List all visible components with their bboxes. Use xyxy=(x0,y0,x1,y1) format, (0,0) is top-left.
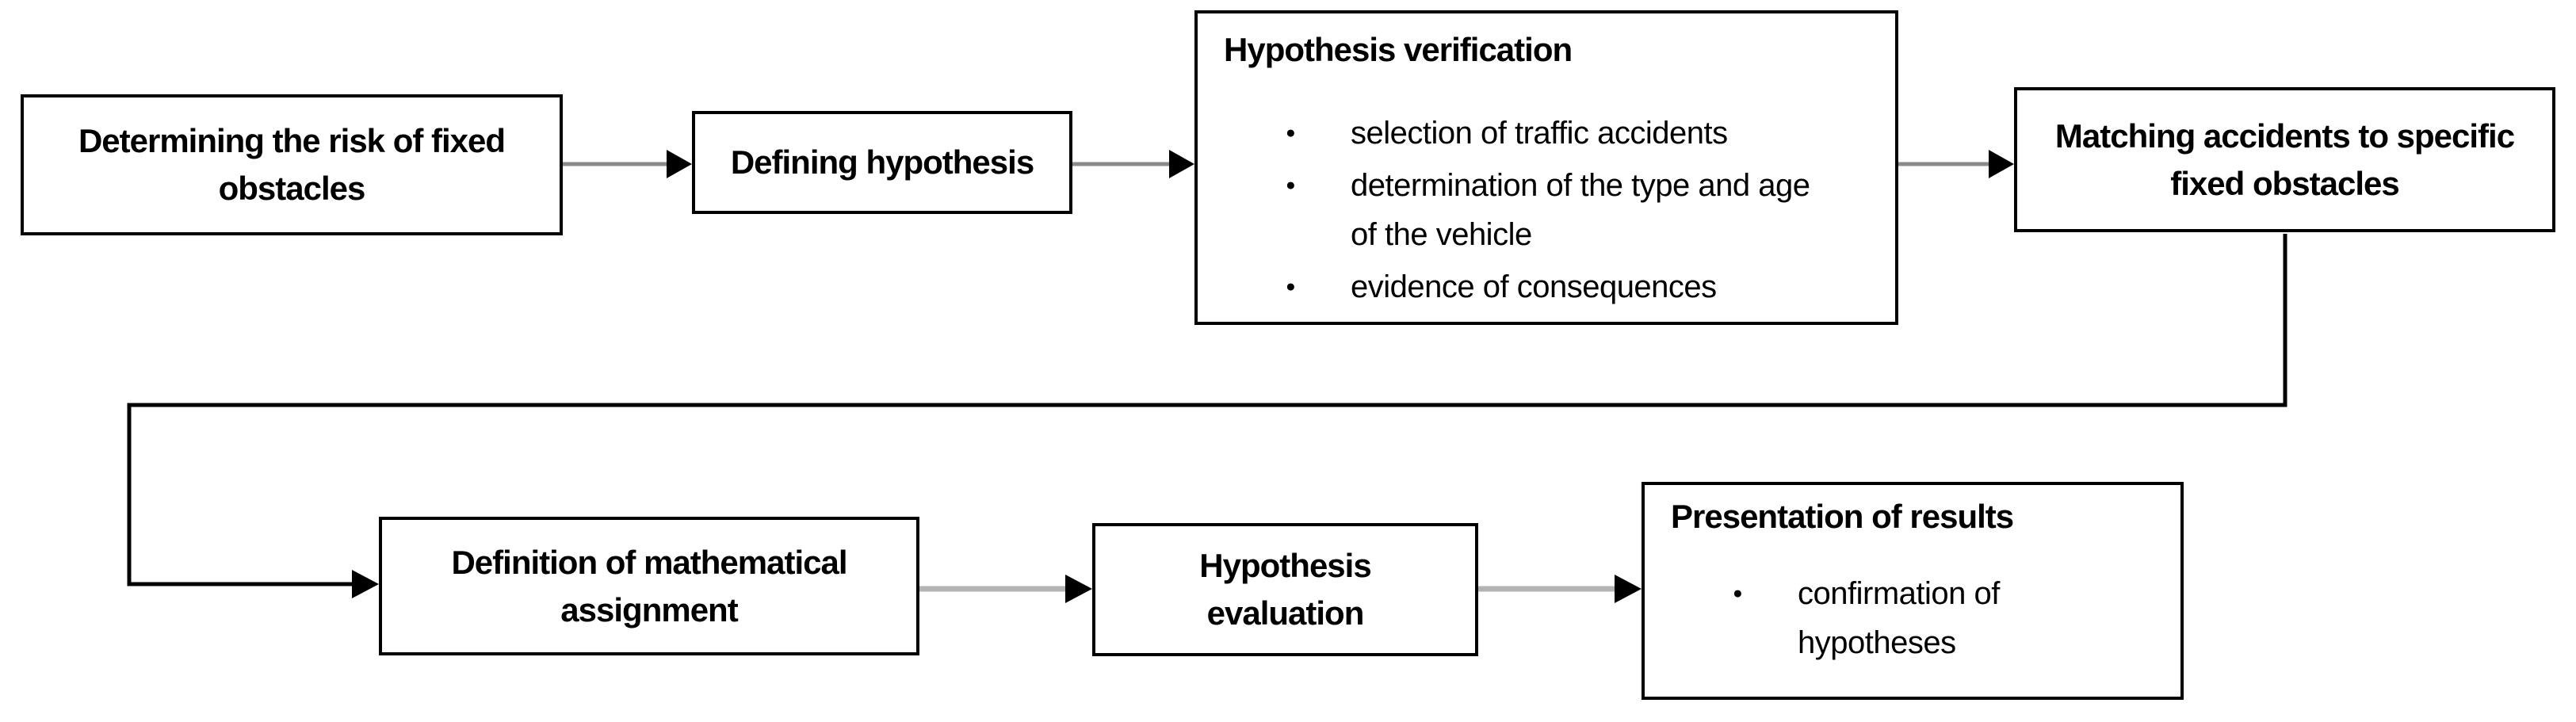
bullet-item: selection of traffic accidents xyxy=(1224,109,1875,158)
bullet-list: selection of traffic accidents determina… xyxy=(1224,109,1875,311)
bullet-list: confirmation of hypotheses xyxy=(1671,569,2160,667)
arrowhead-matching-to-mathematical xyxy=(352,570,379,598)
node-determining-risk: Determining the risk of fixed obstacles xyxy=(21,94,563,235)
arrowhead-verification-to-matching xyxy=(1989,150,2014,178)
node-title: Determining the risk of fixed obstacles xyxy=(78,122,506,207)
node-title: Hypothesis verification xyxy=(1224,31,1573,68)
node-mathematical-assignment: Definition of mathematical assignment xyxy=(379,517,919,655)
arrowhead-evaluation-to-presentation xyxy=(1615,575,1642,603)
node-hypothesis-evaluation: Hypothesis evaluation xyxy=(1092,523,1478,656)
node-matching-accidents: Matching accidents to specific fixed obs… xyxy=(2014,87,2555,232)
elbow-matching-to-mathematical xyxy=(127,234,2287,586)
bullet-item: confirmation of hypotheses xyxy=(1671,569,2160,667)
node-presentation-results: Presentation of results confirmation of … xyxy=(1642,482,2184,700)
node-title: Definition of mathematical assignment xyxy=(451,543,847,628)
node-title: Presentation of results xyxy=(1671,498,2014,535)
node-hypothesis-verification: Hypothesis verification selection of tra… xyxy=(1194,10,1898,325)
node-defining-hypothesis: Defining hypothesis xyxy=(692,111,1072,214)
bullet-item: evidence of consequences xyxy=(1224,262,1875,311)
bullet-item: determination of the type and age of the… xyxy=(1224,161,1875,259)
node-title: Defining hypothesis xyxy=(730,143,1034,181)
arrowhead-mathematical-to-evaluation xyxy=(1065,575,1092,603)
arrowhead-determining-to-defining xyxy=(667,150,692,178)
node-title: Hypothesis evaluation xyxy=(1199,547,1371,632)
arrowhead-defining-to-verification xyxy=(1169,150,1194,178)
node-title: Matching accidents to specific fixed obs… xyxy=(2054,117,2515,202)
